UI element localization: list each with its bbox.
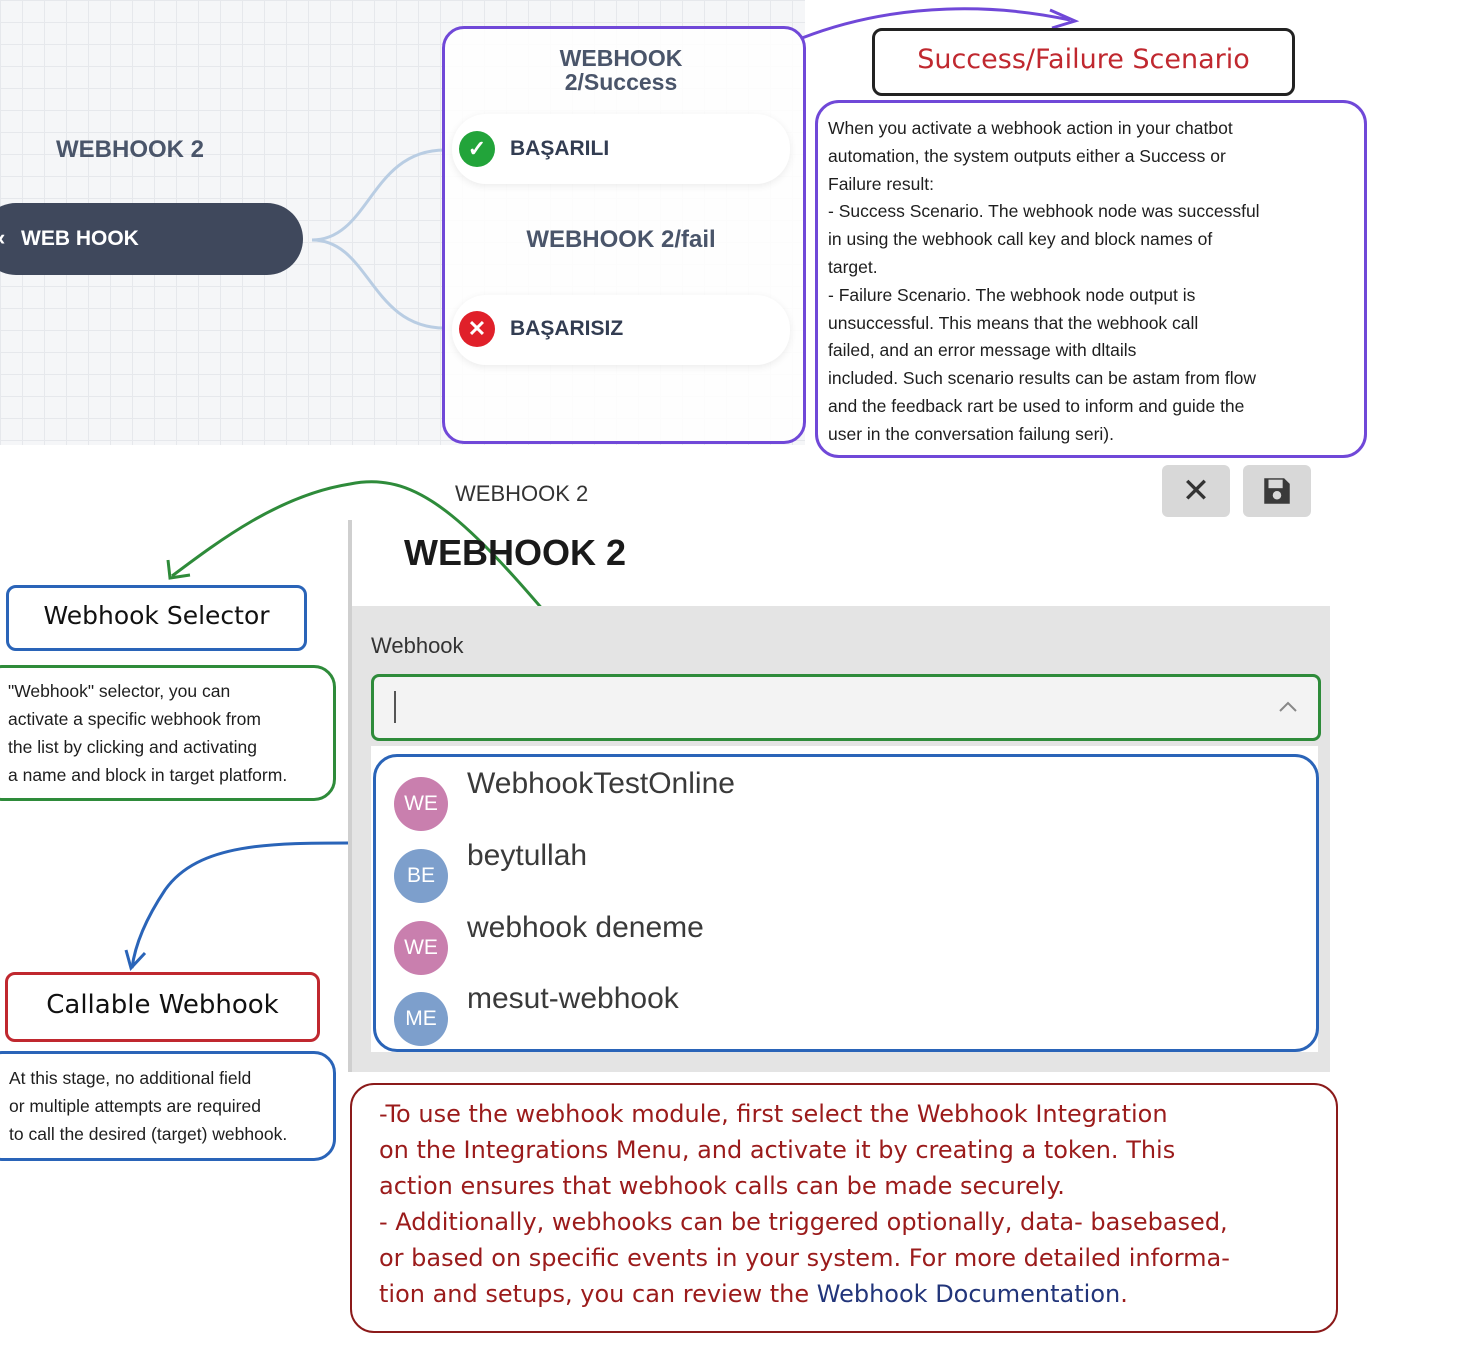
close-button[interactable]: ✕ — [1162, 465, 1230, 517]
note-line: When you activate a webhook action in yo… — [828, 118, 1233, 138]
note-line: At this stage, no additional field — [9, 1068, 252, 1088]
option-name: beytullah — [467, 839, 588, 872]
webhook-node-label: WEB HOOK — [21, 227, 139, 250]
note-line: or multiple attempts are required — [9, 1096, 261, 1116]
webhook-selector-title: Webhook Selector — [6, 585, 307, 651]
note-line: or based on specific events in your syst… — [379, 1244, 1230, 1272]
success-failure-text: When you activate a webhook action in yo… — [818, 103, 1364, 449]
check-circle-icon: ✓ — [459, 131, 495, 167]
avatar: WE — [394, 777, 448, 831]
webhook-options-list[interactable]: WE WebhookTestOnline BE beytullah WE web… — [373, 754, 1319, 1052]
outcome-frame — [442, 26, 806, 444]
webhook-select[interactable] — [371, 674, 1321, 741]
dropdown-bg — [371, 746, 1318, 1052]
fail-header: WEBHOOK 2/fail — [526, 226, 716, 253]
note-line: - Failure Scenario. The webhook node out… — [828, 284, 1196, 305]
green-arrow — [171, 480, 597, 673]
fail-label: BAŞARISIZ — [510, 317, 624, 340]
flow-title: WEBHOOK 2 — [56, 136, 205, 163]
callable-webhook-text: At this stage, no additional field or mul… — [0, 1054, 333, 1148]
avatar: ME — [394, 992, 448, 1046]
note-line: -To use the webhook module, first select… — [379, 1100, 1168, 1128]
note-line: target. — [828, 256, 878, 277]
note-line: - Success Scenario. The webhook node was… — [828, 201, 1260, 222]
note-line: the list by clicking and activating — [8, 737, 258, 757]
note-line: user in the conversation failung seri). — [828, 423, 1114, 444]
note-line: action ensures that webhook calls can be… — [379, 1172, 1065, 1200]
callable-webhook-title: Callable Webhook — [5, 972, 320, 1042]
avatar: WE — [394, 921, 448, 975]
purple-arrow — [801, 7, 1071, 40]
success-header: WEBHOOK 2/Success — [559, 45, 683, 95]
note-line: on the Integrations Menu, and activate i… — [379, 1136, 1176, 1164]
note-line: unsuccessful. This means that the webhoo… — [828, 312, 1199, 333]
bottom-note-last-line: tion and setups, you can review the Webh… — [379, 1276, 1336, 1312]
webhook-documentation-link[interactable]: Webhook Documentation — [816, 1280, 1121, 1308]
success-pill[interactable]: ✓ BAŞARILI — [452, 114, 790, 184]
panel-breadcrumb: WEBHOOK 2 — [455, 481, 589, 506]
save-button[interactable] — [1243, 465, 1311, 517]
close-icon: ✕ — [1181, 472, 1211, 510]
success-connector — [311, 148, 446, 242]
avatar: BE — [394, 849, 448, 903]
fail-connector — [311, 238, 446, 330]
note-line: "Webhook" selector, you can — [8, 681, 231, 701]
panel-divider — [348, 520, 352, 1072]
option-name: WebhookTestOnline — [467, 767, 735, 800]
hook-icon: ‹ — [0, 225, 5, 251]
note-line: activate a specific webhook from — [8, 709, 261, 729]
note-line: to call the desired (target) webhook. — [9, 1124, 288, 1144]
purple-arrowhead — [1049, 8, 1080, 30]
webhook-selector-note: "Webhook" selector, you can activate a sp… — [0, 665, 336, 801]
option-name: webhook deneme — [467, 911, 704, 944]
bottom-note-suffix: . — [1120, 1280, 1128, 1308]
note-line: automation, the system outputs either a … — [828, 145, 1226, 166]
note-line: - Additionally, webhooks can be triggere… — [379, 1208, 1228, 1236]
webhook-field-label: Webhook — [371, 633, 464, 658]
text-cursor — [394, 691, 396, 723]
success-failure-note: When you activate a webhook action in yo… — [815, 100, 1367, 458]
bottom-note: -To use the webhook module, first select… — [350, 1083, 1338, 1333]
panel-title: WEBHOOK 2 — [404, 532, 627, 573]
success-label: BAŞARILI — [510, 137, 610, 160]
note-line: a name and block in target platform. — [8, 765, 288, 785]
x-circle-icon: ✕ — [459, 311, 495, 347]
fail-pill[interactable]: ✕ BAŞARISIZ — [452, 295, 790, 365]
bottom-note-prefix: tion and setups, you can review the — [379, 1280, 817, 1308]
callable-webhook-note: At this stage, no additional field or mul… — [0, 1051, 336, 1161]
note-line: in using the webhook call key and block … — [828, 229, 1213, 250]
success-failure-title: Success/Failure Scenario — [872, 28, 1295, 96]
note-line: and the feedback rart be used to inform … — [828, 395, 1245, 416]
blue-arrowhead — [124, 949, 147, 971]
note-line: included. Such scenario results can be a… — [828, 368, 1256, 389]
green-arrowhead — [166, 559, 191, 580]
note-line: failed, and an error message with dltail… — [828, 340, 1137, 361]
save-icon — [1264, 478, 1290, 504]
option-name: mesut-webhook — [467, 982, 679, 1015]
webhook-selector-text: "Webhook" selector, you can activate a sp… — [0, 668, 333, 789]
note-line: Failure result: — [828, 173, 935, 194]
blue-arrow — [130, 841, 373, 969]
chevron-up-icon[interactable] — [1278, 699, 1298, 713]
webhook-node[interactable]: ‹ WEB HOOK — [0, 203, 303, 275]
bottom-note-text: -To use the webhook module, first select… — [352, 1085, 1336, 1312]
